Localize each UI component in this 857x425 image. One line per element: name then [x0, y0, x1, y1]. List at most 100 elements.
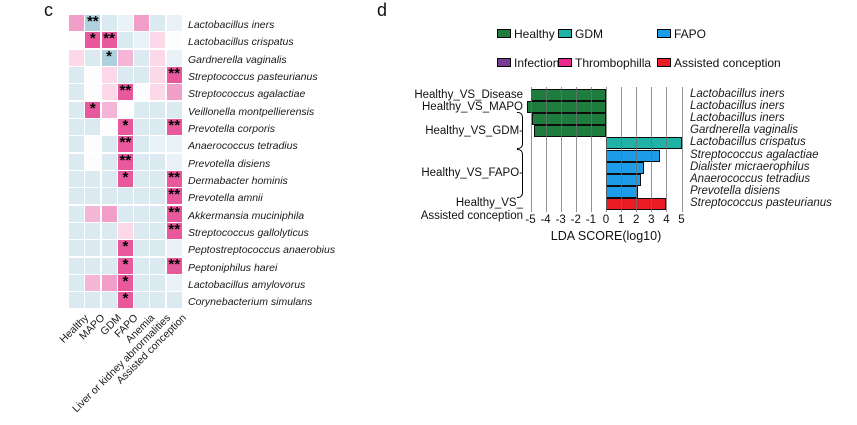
bar-species-label: Prevotella disiens: [690, 184, 781, 197]
heatmap-cell: [166, 84, 182, 101]
heatmap-cell: *: [117, 118, 133, 135]
heatmap-cell: *: [117, 274, 133, 291]
heatmap-cell: [69, 240, 84, 257]
significance-stars: **: [168, 255, 181, 273]
heatmap-cell: [117, 188, 133, 205]
heatmap-cell: [134, 66, 150, 83]
bar-species-label: Lactobacillus iners: [690, 112, 785, 125]
heatmap-cell: [134, 153, 150, 170]
heatmap-cell: [69, 188, 84, 205]
heatmap-cell: [69, 49, 84, 66]
heatmap-cell: [85, 136, 101, 153]
gridline: [575, 87, 577, 212]
heatmap-cell: [150, 118, 166, 135]
heatmap-cell: [150, 205, 166, 222]
heatmap-cell: *: [117, 168, 133, 187]
heatmap-species-label: Peptostreptococcus anaerobius: [188, 244, 336, 257]
heatmap-cell: [117, 49, 133, 66]
gridline: [545, 87, 547, 212]
x-tick-label: -4: [540, 214, 551, 226]
significance-stars: **: [119, 134, 132, 152]
x-tick-label: -1: [585, 214, 596, 226]
heatmap-species-label: Dermabacter hominis: [188, 174, 288, 187]
heatmap-species-label: Corynebacterium simulans: [188, 296, 313, 309]
significance-stars: **: [168, 64, 181, 82]
significance-stars: **: [168, 203, 181, 221]
heatmap-cell: [85, 66, 101, 83]
heatmap-cell: [117, 15, 133, 31]
gridline: [621, 87, 623, 212]
x-tick-label: 3: [648, 214, 655, 226]
heatmap-cell: **: [166, 168, 182, 187]
heatmap-cell: [101, 292, 117, 309]
significance-stars: *: [89, 99, 96, 117]
heatmap-cell: [150, 188, 166, 205]
heatmap-cell: [150, 84, 166, 101]
heatmap-cell: [69, 32, 84, 49]
heatmap-cell: [101, 188, 117, 205]
panel-c-label: c: [44, 0, 53, 20]
significance-stars: **: [168, 168, 181, 186]
heatmap-cell: [166, 101, 182, 118]
heatmap-cell: [150, 15, 166, 31]
legend-swatch: [657, 29, 671, 38]
heatmap-cell: [101, 222, 117, 239]
lda-bar: [532, 113, 606, 126]
bar-species-label: Lactobacillus iners: [690, 88, 785, 100]
comparison-group-label-line: Healthy_VS_MAPO: [422, 100, 523, 113]
heatmap-cell: [134, 188, 150, 205]
significance-stars: *: [122, 168, 129, 186]
heatmap-cell: [101, 84, 117, 101]
heatmap-cell: *: [117, 291, 133, 309]
lda-bar: [606, 137, 682, 150]
heatmap-cell: [150, 257, 166, 274]
heatmap-cell: [85, 222, 101, 239]
significance-stars: **: [168, 186, 181, 204]
bar-species-label: Streptococcus pasteurianus: [690, 196, 832, 209]
heatmap-cell: [101, 205, 117, 222]
heatmap-species-label: Prevotella amnii: [188, 192, 263, 205]
heatmap-cell: [69, 153, 84, 170]
heatmap-cell: [134, 240, 150, 257]
heatmap-species-label: Lactobacillus amylovorus: [188, 278, 306, 291]
gridline: [560, 87, 562, 212]
comparison-group-label-line: Healthy_VS_GDM-: [425, 124, 523, 137]
heatmap-cell: [101, 170, 117, 187]
heatmap-cell: [85, 49, 101, 66]
heatmap-cell: [101, 257, 117, 274]
heatmap-cell: [134, 257, 150, 274]
significance-stars: *: [106, 47, 112, 65]
heatmap-cell: [166, 240, 182, 257]
heatmap-cell: [166, 292, 182, 309]
lda-bar: [530, 89, 606, 101]
bar-species-label: Streptococcus agalactiae: [690, 148, 819, 161]
lda-bar: [533, 125, 606, 138]
heatmap-cell: [150, 49, 166, 66]
heatmap-cell: [117, 66, 133, 83]
heatmap-cell: [134, 222, 150, 239]
heatmap-cell: [69, 292, 84, 309]
heatmap-cell: **: [166, 255, 182, 274]
legend-label: GDM: [575, 27, 603, 41]
heatmap-cell: [134, 205, 150, 222]
legend-swatch: [497, 29, 511, 38]
heatmap-cell: **: [85, 14, 101, 31]
heatmap-cell: [69, 118, 84, 135]
heatmap-cell: *: [101, 47, 117, 66]
heatmap-cell: **: [166, 203, 182, 222]
significance-stars: **: [168, 116, 181, 134]
bar-species-label: Anaerococcus tetradius: [690, 172, 811, 185]
heatmap-cell: [166, 274, 182, 291]
x-tick-label: 1: [617, 214, 625, 226]
comparison-group-label: Healthy_VS_GDM-: [365, 125, 523, 138]
heatmap-cell: **: [166, 64, 182, 83]
gridline: [606, 87, 607, 212]
heatmap-species-label: Lactobacillus crispatus: [188, 36, 294, 49]
significance-stars: *: [122, 238, 129, 256]
gridline: [681, 87, 683, 212]
legend-swatch: [657, 58, 671, 67]
heatmap-cell: [166, 15, 182, 31]
heatmap-cell: [134, 118, 150, 135]
legend-swatch: [497, 58, 511, 67]
heatmap-cell: [101, 153, 117, 170]
